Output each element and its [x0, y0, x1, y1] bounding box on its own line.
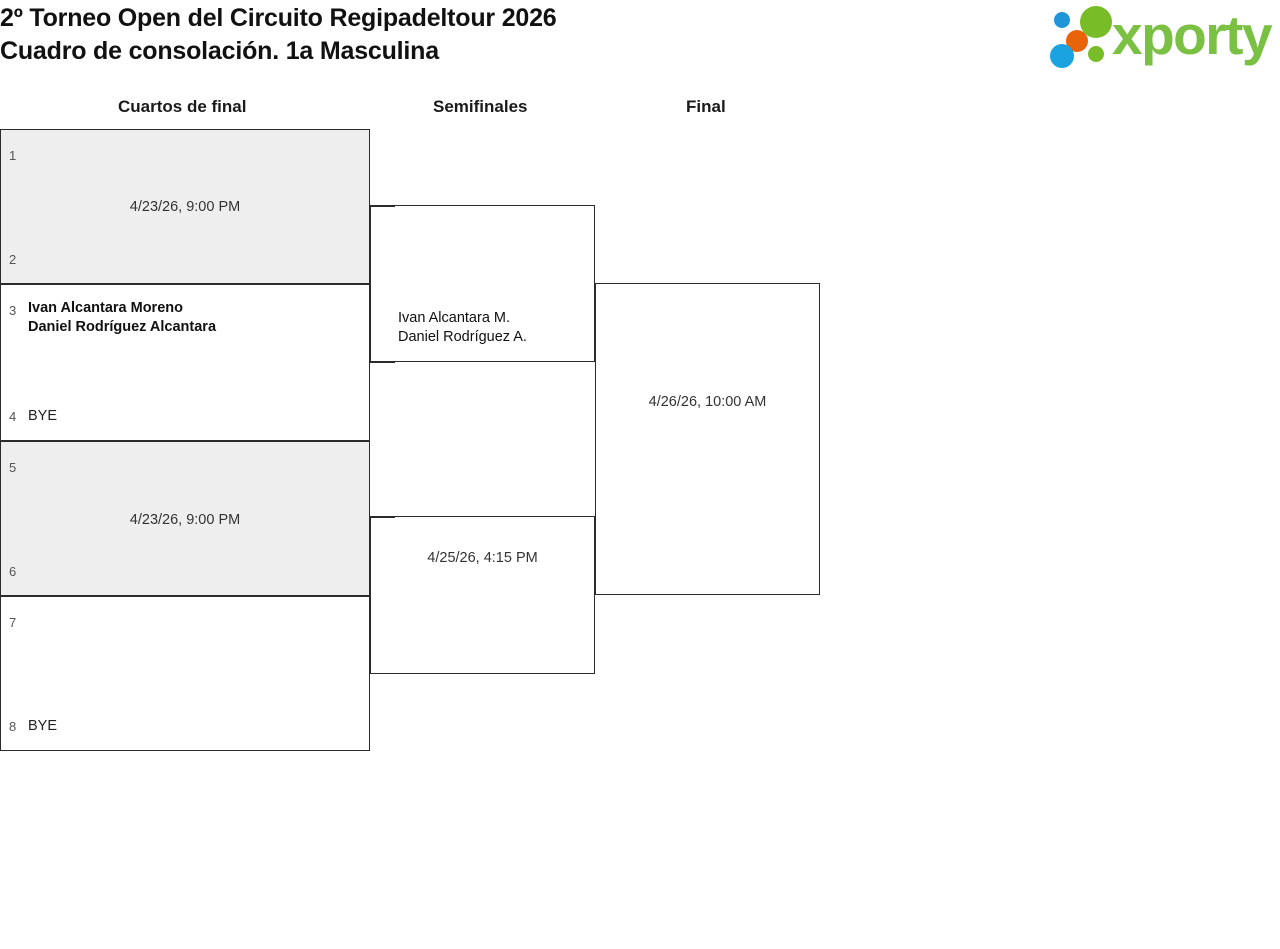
- match-box-sf2[interactable]: 4/25/26, 4:15 PM: [370, 516, 595, 674]
- connector-qf3-to-sf2: [370, 517, 395, 518]
- match-slot-top[interactable]: 1: [1, 144, 369, 165]
- seed-number: [379, 220, 390, 223]
- seed-number: [379, 531, 390, 534]
- match-box-qf3[interactable]: 5 4/23/26, 9:00 PM 6: [0, 441, 370, 596]
- seed-number: 3: [9, 303, 17, 318]
- match-slot-top[interactable]: [596, 298, 819, 301]
- match-slot-bottom[interactable]: 6: [1, 562, 369, 581]
- seed-number: 8: [9, 719, 17, 734]
- tournament-name: 2º Torneo Open del Circuito Regipadeltou…: [0, 4, 557, 32]
- round-header-final: Final: [686, 97, 726, 116]
- match-datetime: 4/26/26, 10:00 AM: [648, 394, 767, 410]
- connector-qf2-to-sf1: [370, 362, 395, 363]
- connector-qf4-to-sf2: [370, 673, 395, 674]
- bracket-subtitle: Cuadro de consolación. 1a Masculina: [0, 37, 439, 65]
- seed-number: [604, 298, 615, 301]
- seed-number: 4: [9, 409, 17, 424]
- match-datetime: 4/23/26, 9:00 PM: [129, 199, 241, 215]
- match-datetime: 4/23/26, 9:00 PM: [129, 512, 241, 528]
- match-box-sf1[interactable]: Ivan Alcantara M. Daniel Rodríguez A.: [370, 205, 595, 362]
- match-slot-bottom[interactable]: [596, 579, 819, 580]
- match-box-qf4[interactable]: 7 8 BYE: [0, 596, 370, 751]
- connector-qf1-to-sf1: [370, 206, 395, 207]
- logo-dots-icon: [1050, 6, 1116, 68]
- connector-sf1-to-final: [595, 283, 620, 284]
- seed-number: 7: [9, 615, 17, 630]
- team-name: Ivan Alcantara M. Daniel Rodríguez A.: [398, 310, 527, 345]
- match-box-qf2[interactable]: 3 Ivan Alcantara Moreno Daniel Rodríguez…: [0, 284, 370, 441]
- match-slot-bottom[interactable]: 4 BYE: [1, 407, 369, 426]
- match-slot-bottom[interactable]: 2: [1, 250, 369, 269]
- seed-number: 1: [9, 148, 17, 163]
- match-slot-top[interactable]: 7: [1, 611, 369, 632]
- match-slot-top[interactable]: 5: [1, 456, 369, 477]
- logo-dot-blue-small: [1054, 12, 1070, 28]
- page-header: 2º Torneo Open del Circuito Regipadeltou…: [0, 0, 1280, 78]
- logo-dot-blue-large: [1050, 44, 1074, 68]
- match-box-final[interactable]: 4/26/26, 10:00 AM: [595, 283, 820, 595]
- match-slot-bottom[interactable]: [371, 658, 594, 659]
- team-name: BYE: [28, 718, 58, 734]
- match-slot-bottom[interactable]: 8 BYE: [1, 717, 369, 736]
- logo-wordmark: xporty: [1112, 4, 1273, 66]
- match-slot-bottom[interactable]: Ivan Alcantara M. Daniel Rodríguez A.: [371, 309, 594, 347]
- match-datetime: 4/25/26, 4:15 PM: [427, 550, 538, 566]
- page-title: 2º Torneo Open del Circuito Regipadeltou…: [0, 2, 557, 68]
- round-header-semifinals: Semifinales: [433, 97, 528, 116]
- seed-number: [604, 579, 615, 580]
- round-header-quarterfinals: Cuartos de final: [118, 97, 247, 116]
- team-name: Ivan Alcantara Moreno Daniel Rodríguez A…: [28, 300, 217, 335]
- logo-dot-green-large: [1080, 6, 1112, 38]
- match-box-qf1[interactable]: 1 4/23/26, 9:00 PM 2: [0, 129, 370, 284]
- match-slot-top[interactable]: 3 Ivan Alcantara Moreno Daniel Rodríguez…: [1, 299, 369, 337]
- team-name: BYE: [28, 408, 58, 424]
- seed-number: 6: [9, 564, 17, 579]
- seed-number: [379, 309, 390, 310]
- seed-number: [379, 658, 390, 659]
- match-slot-top[interactable]: [371, 531, 594, 534]
- seed-number: 5: [9, 460, 17, 475]
- xporty-logo[interactable]: xporty: [1050, 4, 1278, 68]
- connector-sf2-to-final: [595, 594, 620, 595]
- logo-dot-orange: [1066, 30, 1088, 52]
- logo-dot-green-small: [1088, 46, 1104, 62]
- seed-number: 2: [9, 252, 17, 267]
- match-slot-top[interactable]: [371, 220, 594, 223]
